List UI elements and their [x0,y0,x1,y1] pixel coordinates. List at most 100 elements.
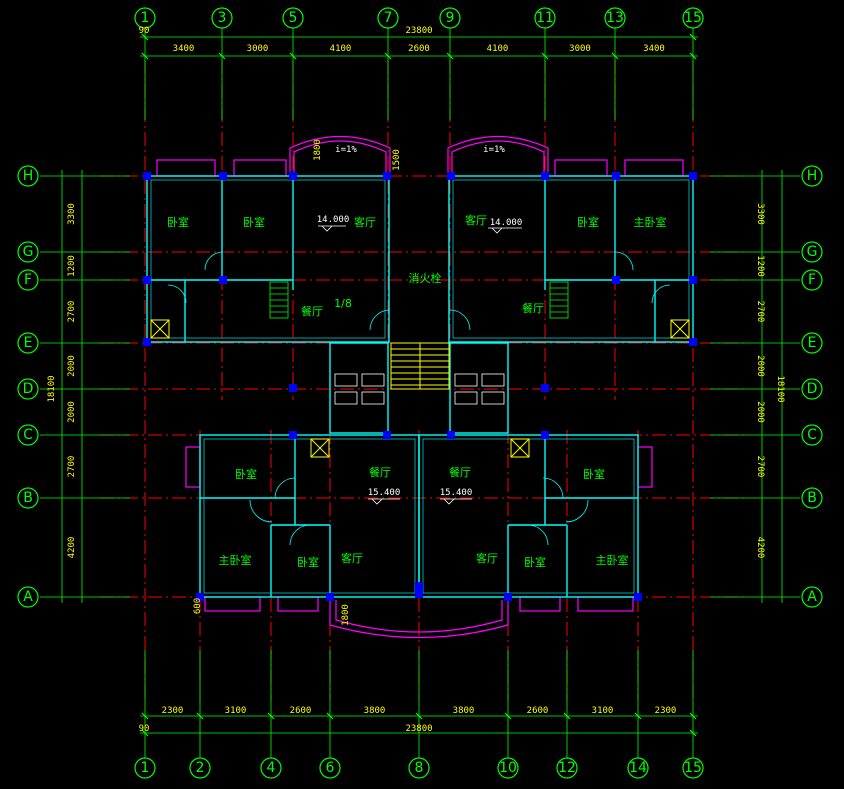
level-markers [318,225,522,505]
axis-top-5: 5 [289,10,298,26]
shafts [150,319,690,458]
room-living-lower-right: 客厅 [476,551,498,565]
top-dim-1: 3000 [247,44,269,54]
left-dim-4: 2000 [67,401,77,423]
bay-depth-left: 1800 [313,139,323,161]
axis-right-C: C [807,427,817,443]
inner-walls [150,179,690,594]
axis-top-13: 13 [606,10,624,26]
sill-dimension: 600 [193,598,203,614]
right-dim-2: 2700 [755,301,765,323]
axis-right-F: F [808,272,816,288]
top-dim-3: 2600 [408,44,430,54]
bay-depth-bottom: 1800 [341,604,351,626]
axis-left-G-circle [17,241,39,263]
axis-top-5-circle [282,7,304,29]
axis-bottom-1-circle [134,757,156,779]
right-dim-1: 1200 [755,255,765,277]
room-dining-upper-left: 餐厅 [301,304,323,318]
axis-top-15: 15 [684,10,702,26]
room-bedroom-upper-right: 卧室 [577,215,599,229]
axis-left-H: H [23,168,34,184]
axis-leader-lines [40,28,800,758]
level-lower-right: 15.400 [440,488,473,498]
axis-bottom-6: 6 [326,760,335,776]
level-lower-left: 15.400 [368,488,401,498]
bottom-dim-6: 3100 [592,706,614,716]
axis-top-3-circle [211,7,233,29]
axis-bottom-2-circle [189,757,211,779]
top-dim-5: 3000 [569,44,591,54]
room-master-lower-right: 主卧室 [596,553,629,567]
room-dining-upper-right: 餐厅 [522,301,544,315]
axis-bottom-4-circle [260,757,282,779]
bottom-dim-1: 3100 [225,706,247,716]
axis-right-H-circle [801,165,823,187]
right-dim-6: 4200 [755,537,765,559]
axis-right-E-circle [801,332,823,354]
bottom-dim-4: 3800 [453,706,475,716]
axis-right-A-circle [801,586,823,608]
axis-left-D: D [23,381,34,397]
center-stair [390,342,450,390]
axis-top-9: 9 [446,10,455,26]
level-upper-left: 14.000 [317,215,350,225]
bottom-total-dimension: 23800 [405,724,432,734]
axis-left-A-circle [17,586,39,608]
axis-left-E-circle [17,332,39,354]
axis-bottom-1: 1 [141,760,150,776]
top-dim-2: 4100 [330,44,352,54]
top-dim-4: 4100 [487,44,509,54]
axis-right-G: G [807,244,818,260]
axis-bottom-14-circle [627,757,649,779]
axis-right-A: A [807,589,817,605]
room-dining-lower-left: 餐厅 [369,465,391,479]
axis-bottom-2: 2 [196,760,205,776]
axis-top-1-circle [134,7,156,29]
left-total-dimension: 18100 [47,375,57,402]
axis-bottom-6-circle [319,757,341,779]
axis-left-B: B [23,490,33,506]
bottom-dim-2: 2600 [290,706,312,716]
axis-left-F: F [24,272,32,288]
room-bedroom-upper-left: 卧室 [167,215,189,229]
axis-left-F-circle [17,269,39,291]
axis-top-9-circle [439,7,461,29]
left-dim-2: 2700 [67,301,77,323]
axis-left-H-circle [17,165,39,187]
axis-right-E: E [808,335,817,351]
corner-dimension-bottom: 90 [139,724,150,734]
room-living-upper-right: 客厅 [465,213,487,227]
detail-ref-label: 1/8 [334,297,352,310]
level-upper-right: 14.000 [490,218,523,228]
left-dim-0: 3300 [67,203,77,225]
axis-top-7-circle [377,7,399,29]
slope-right: i=1% [483,145,505,155]
walls [146,175,694,598]
bay-depth-center: 1500 [392,149,402,171]
axis-top-7: 7 [384,10,393,26]
axis-left-A: A [23,589,33,605]
axis-bottom-12: 12 [558,760,576,776]
bottom-dim-5: 2600 [527,706,549,716]
room-bedroom-upper-left-2: 卧室 [243,215,265,229]
fire-hydrant-label: 消火栓 [409,271,442,285]
left-dim-5: 2700 [67,456,77,478]
axis-bottom-12-circle [556,757,578,779]
axis-left-C-circle [17,424,39,446]
axis-bottom-15: 15 [684,760,702,776]
axis-top-13-circle [604,7,626,29]
right-total-dimension: 18100 [775,375,785,402]
axis-top-11: 11 [536,10,554,26]
room-living-upper-left: 客厅 [354,215,376,229]
left-dim-3: 2000 [67,355,77,377]
room-dining-lower-right: 餐厅 [449,465,471,479]
axis-right-B: B [807,490,817,506]
